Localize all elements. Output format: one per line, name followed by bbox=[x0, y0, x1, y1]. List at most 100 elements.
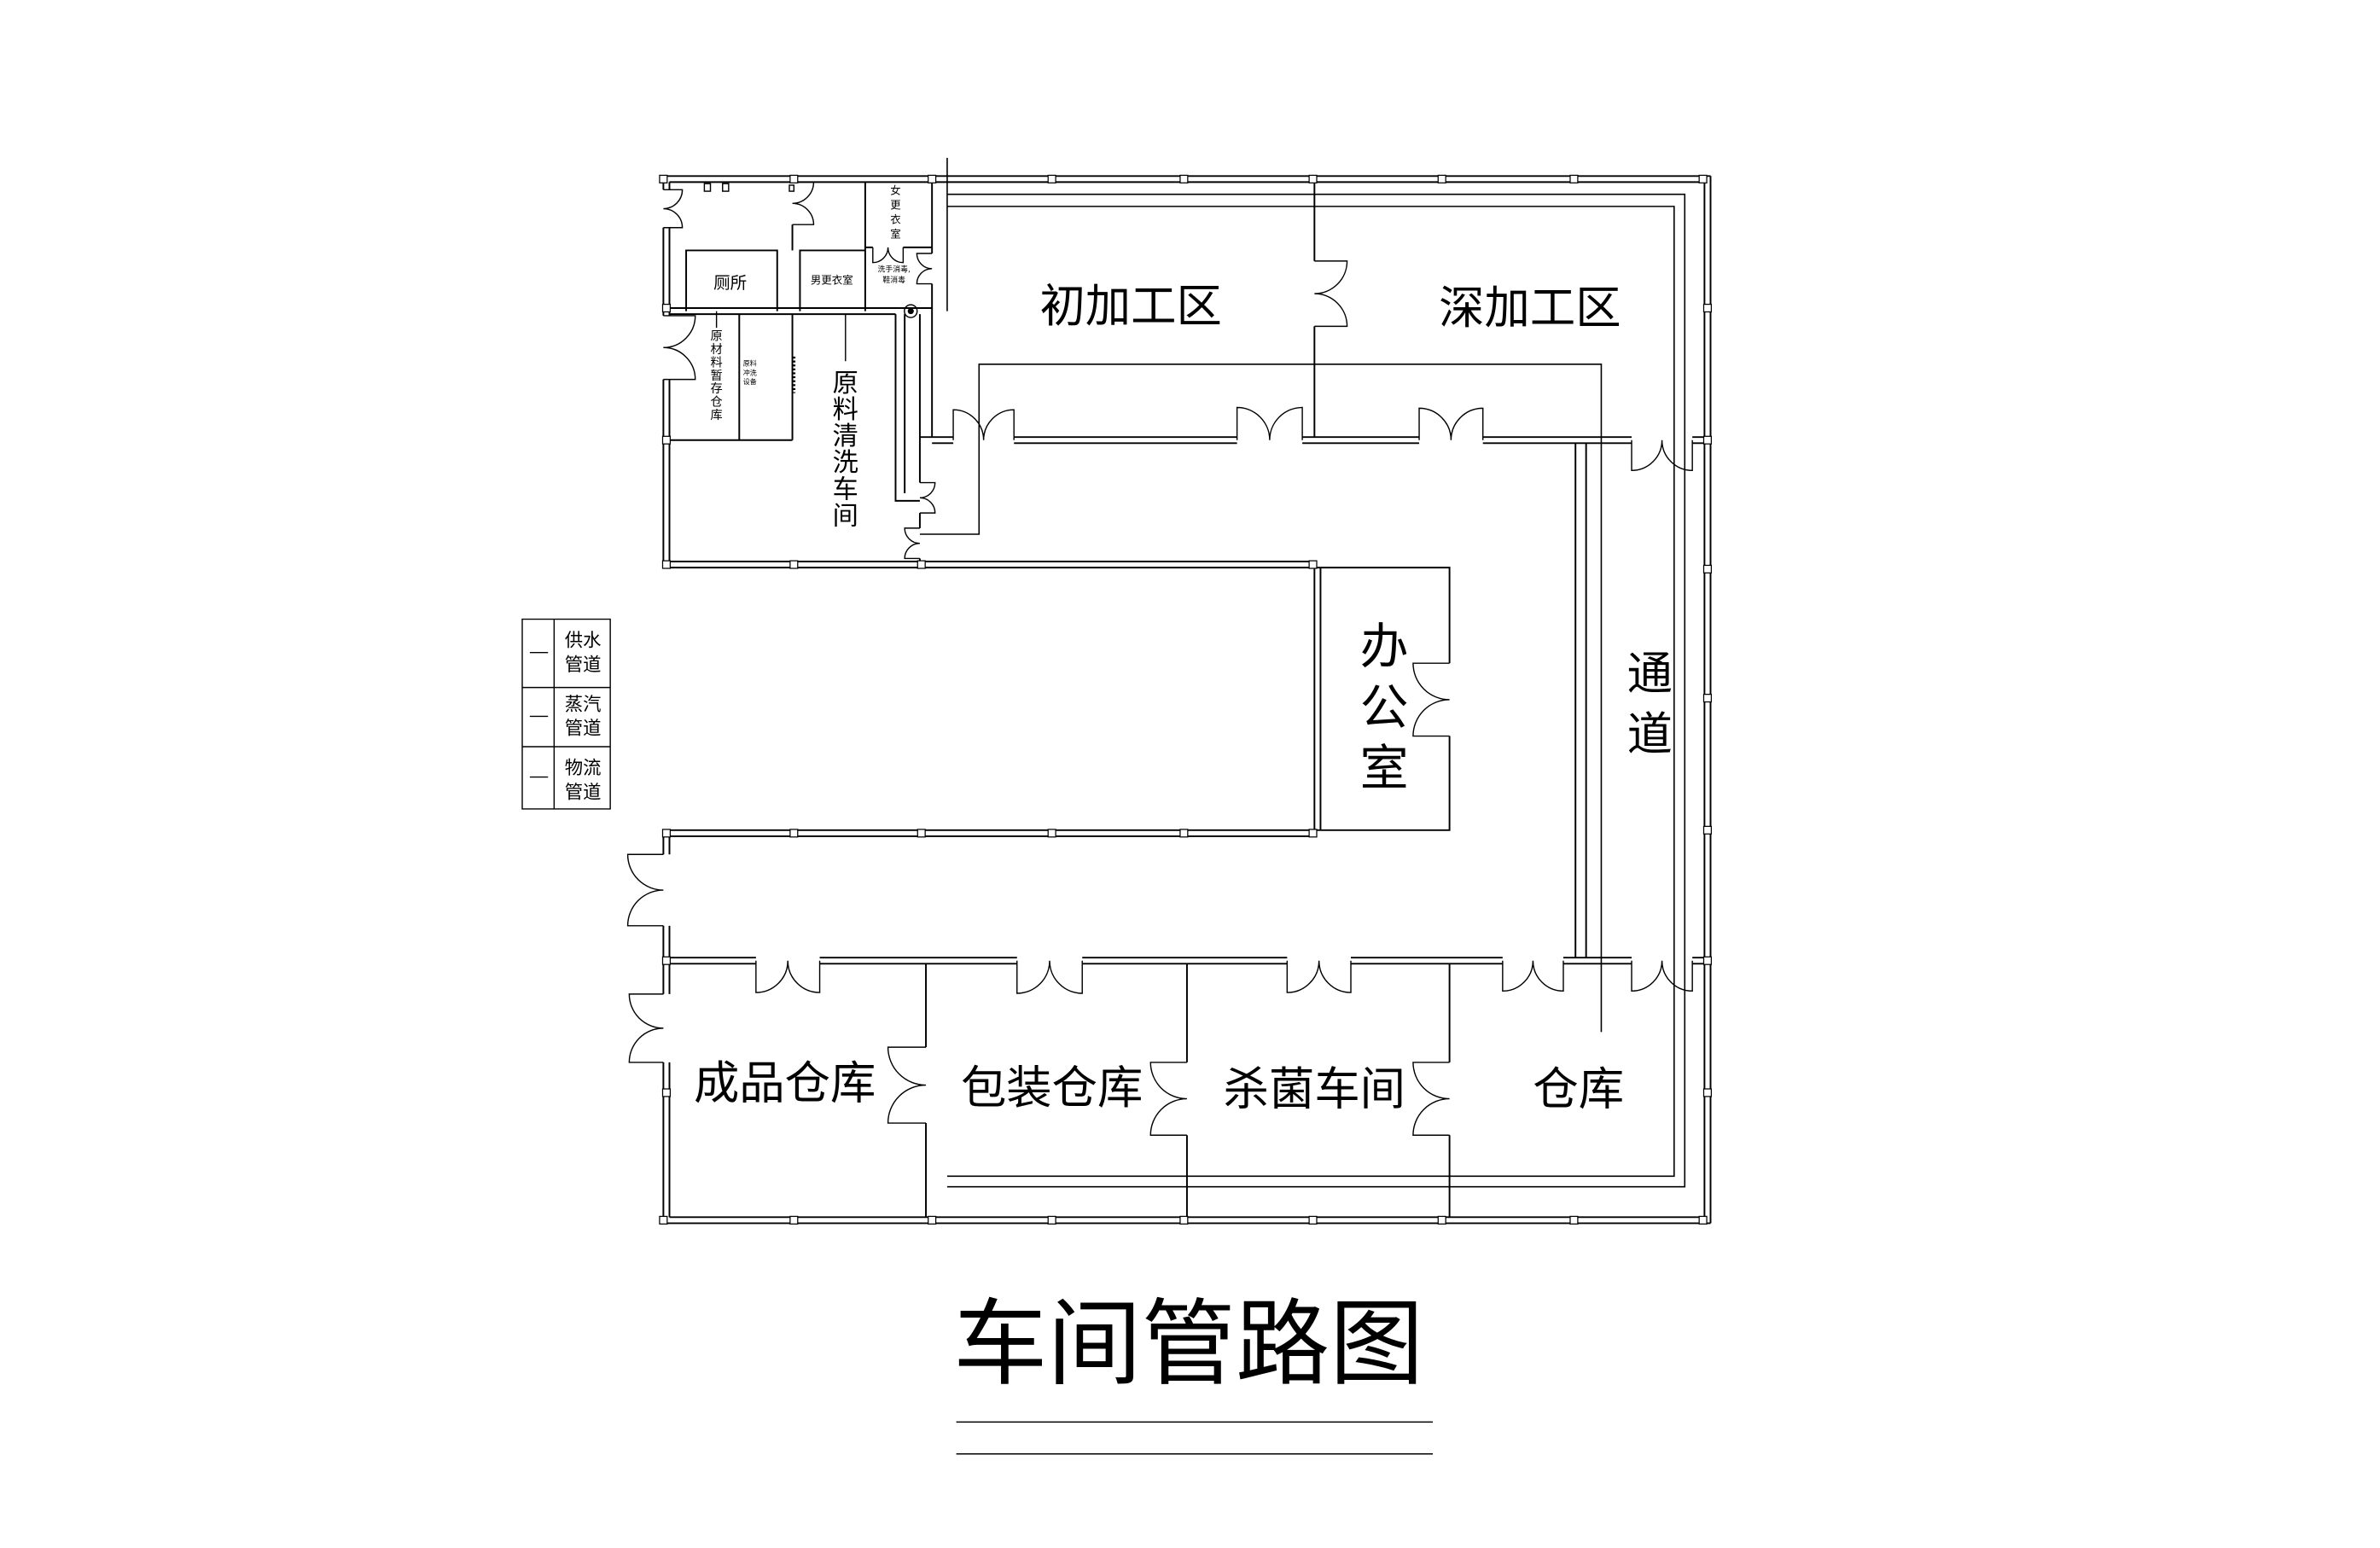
column-marker bbox=[1702, 825, 1713, 835]
wall bbox=[1313, 562, 1322, 836]
label-corridor: 通道 bbox=[1627, 646, 1673, 760]
column-marker bbox=[661, 303, 672, 313]
label-leader-lines bbox=[715, 311, 847, 362]
door bbox=[755, 960, 821, 993]
column-marker bbox=[1047, 174, 1056, 183]
legend-frame bbox=[521, 618, 611, 810]
door bbox=[872, 247, 905, 264]
column-marker bbox=[1308, 560, 1318, 569]
label-raw-storage: 原材料暂存仓库 bbox=[711, 329, 723, 422]
door bbox=[904, 527, 920, 560]
door bbox=[792, 181, 815, 225]
column-marker bbox=[789, 1215, 799, 1225]
label-raw-washing: 原料清洗车间 bbox=[833, 369, 858, 532]
label-line: 车 bbox=[833, 474, 858, 504]
label-warehouse: 仓库 bbox=[1533, 1062, 1624, 1116]
column-marker bbox=[789, 829, 799, 838]
door bbox=[1412, 662, 1450, 737]
column-marker bbox=[1179, 829, 1189, 838]
door bbox=[1412, 1062, 1450, 1136]
label-line: 管道 bbox=[565, 719, 602, 740]
column-marker bbox=[917, 560, 926, 569]
column-marker bbox=[659, 174, 668, 183]
column-marker bbox=[1702, 435, 1713, 445]
column-marker bbox=[1702, 303, 1713, 313]
label-line: 设备 bbox=[743, 377, 757, 386]
label-line: 原 bbox=[711, 329, 723, 343]
diagram-title: 车间管路图 bbox=[953, 1290, 1423, 1400]
column-marker bbox=[1702, 1088, 1713, 1097]
wall bbox=[1574, 443, 1587, 958]
fixtures bbox=[703, 183, 918, 393]
door bbox=[1286, 960, 1352, 993]
label-deep-processing: 深加工区 bbox=[1439, 281, 1621, 335]
column-marker bbox=[1437, 174, 1446, 183]
column-marker bbox=[659, 1215, 668, 1225]
door bbox=[1314, 260, 1348, 328]
toilet-fixture-icon bbox=[722, 183, 730, 192]
label-line: 蒸汽 bbox=[565, 694, 602, 715]
label-line: 冲洗 bbox=[743, 368, 757, 376]
label-line: 材 bbox=[711, 342, 723, 357]
door bbox=[1631, 960, 1693, 992]
label-hand-wash: 洗手消毒,鞋消毒 bbox=[878, 264, 911, 284]
pipeline bbox=[946, 193, 1686, 1188]
label-line: 道 bbox=[1627, 707, 1673, 761]
disinfection-pool-center-icon bbox=[907, 308, 914, 315]
wall bbox=[894, 314, 920, 502]
column-marker bbox=[1179, 174, 1189, 183]
column-marker bbox=[1308, 829, 1318, 838]
label-line: 存 bbox=[711, 381, 723, 396]
pipeline bbox=[946, 206, 1675, 1178]
label-line: 鞋消毒 bbox=[882, 275, 905, 285]
door bbox=[1631, 439, 1693, 472]
door bbox=[1236, 406, 1303, 440]
label-line: 管道 bbox=[565, 655, 602, 676]
label-line: 洗手消毒, bbox=[878, 264, 911, 274]
label-office: 办公室 bbox=[1360, 619, 1409, 796]
column-marker bbox=[1698, 174, 1708, 183]
wall bbox=[663, 829, 1321, 837]
column-marker bbox=[1047, 829, 1056, 838]
label-line: 间 bbox=[833, 501, 858, 531]
door bbox=[1016, 960, 1083, 994]
label-line: 女 bbox=[890, 184, 900, 197]
legend-logistics-label: 物流管道 bbox=[565, 758, 602, 803]
column-marker bbox=[1702, 564, 1713, 573]
label-primary-processing: 初加工区 bbox=[1039, 279, 1221, 333]
door bbox=[919, 481, 936, 514]
column-marker bbox=[661, 435, 672, 445]
label-finished-goods: 成品仓库 bbox=[694, 1056, 876, 1110]
label-female-locker: 女更衣室 bbox=[890, 184, 901, 241]
title-underline bbox=[956, 1421, 1434, 1455]
column-marker bbox=[1437, 1215, 1446, 1225]
wall bbox=[799, 249, 865, 311]
column-marker bbox=[1569, 174, 1579, 183]
label-line: 洗 bbox=[833, 448, 858, 478]
label-line: 料 bbox=[711, 355, 723, 370]
door bbox=[626, 853, 664, 927]
column-marker bbox=[928, 174, 937, 183]
column-marker bbox=[1702, 956, 1713, 965]
label-packaging: 包装仓库 bbox=[961, 1061, 1143, 1114]
label-line: 更 bbox=[890, 199, 901, 212]
building-structure bbox=[626, 157, 1713, 1225]
legend-steam-label: 蒸汽管道 bbox=[565, 694, 602, 739]
pipeline bbox=[919, 364, 1603, 1033]
label-line: 物流 bbox=[565, 758, 602, 779]
label-line: 库 bbox=[711, 408, 723, 422]
label-line: 衣 bbox=[890, 212, 900, 225]
column-marker bbox=[1569, 1215, 1579, 1225]
door bbox=[887, 1046, 927, 1124]
door bbox=[663, 315, 696, 381]
label-line: 办 bbox=[1360, 619, 1409, 675]
label-line: 仓 bbox=[711, 395, 723, 410]
door bbox=[1418, 407, 1484, 440]
wall bbox=[1320, 567, 1451, 831]
label-line: 通 bbox=[1627, 646, 1673, 700]
label-line: 原 bbox=[833, 369, 858, 399]
legend-water-supply-label: 供水管道 bbox=[565, 631, 602, 676]
wall bbox=[663, 561, 1321, 569]
column-marker bbox=[1179, 1215, 1189, 1225]
